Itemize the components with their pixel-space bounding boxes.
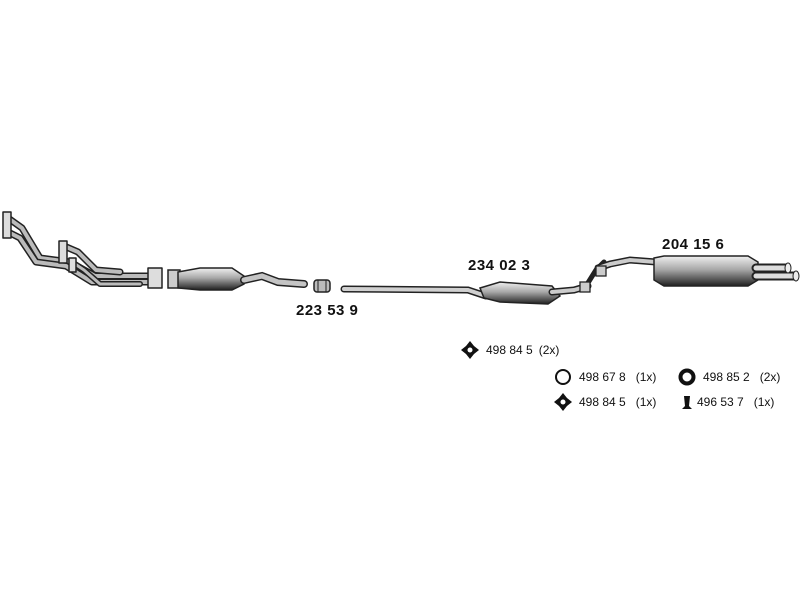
- accessory-item: 498 84 5 (1x): [553, 392, 656, 412]
- accessory-code: 498 84 5: [486, 343, 533, 357]
- catalytic-converter: [167, 267, 308, 291]
- accessory-item: 498 67 8 (1x): [553, 367, 656, 387]
- accessory-item: 496 53 7 (1x): [681, 392, 774, 412]
- rubber-buffer-icon: [682, 396, 692, 409]
- ring-icon: [555, 369, 571, 385]
- rear-muffler-label: 204 15 6: [662, 236, 725, 253]
- accessory-code: 498 84 5: [579, 395, 626, 409]
- accessory-qty: (2x): [538, 343, 560, 357]
- accessory-qty: (1x): [635, 370, 657, 384]
- accessory-code: 498 85 2: [703, 370, 750, 384]
- accessory-code: 498 67 8: [579, 370, 626, 384]
- accessory-code: 496 53 7: [697, 395, 744, 409]
- accessory-qty: (1x): [635, 395, 657, 409]
- center-muffler-label: 234 02 3: [468, 257, 531, 274]
- accessory-qty: (1x): [753, 395, 775, 409]
- clamp-part: [313, 279, 331, 293]
- rubber-hanger-icon: [554, 393, 572, 411]
- accessory-item: 498 85 2 (2x): [677, 367, 780, 387]
- front-pipe-assembly: [2, 211, 163, 289]
- clamp-label: 223 53 9: [296, 302, 359, 319]
- rear-muffler-part: [594, 255, 800, 287]
- accessory-item: 498 84 5 (2x): [460, 340, 559, 360]
- accessory-qty: (2x): [759, 370, 781, 384]
- rubber-hanger-icon: [461, 341, 479, 359]
- thick-ring-icon: [678, 368, 696, 386]
